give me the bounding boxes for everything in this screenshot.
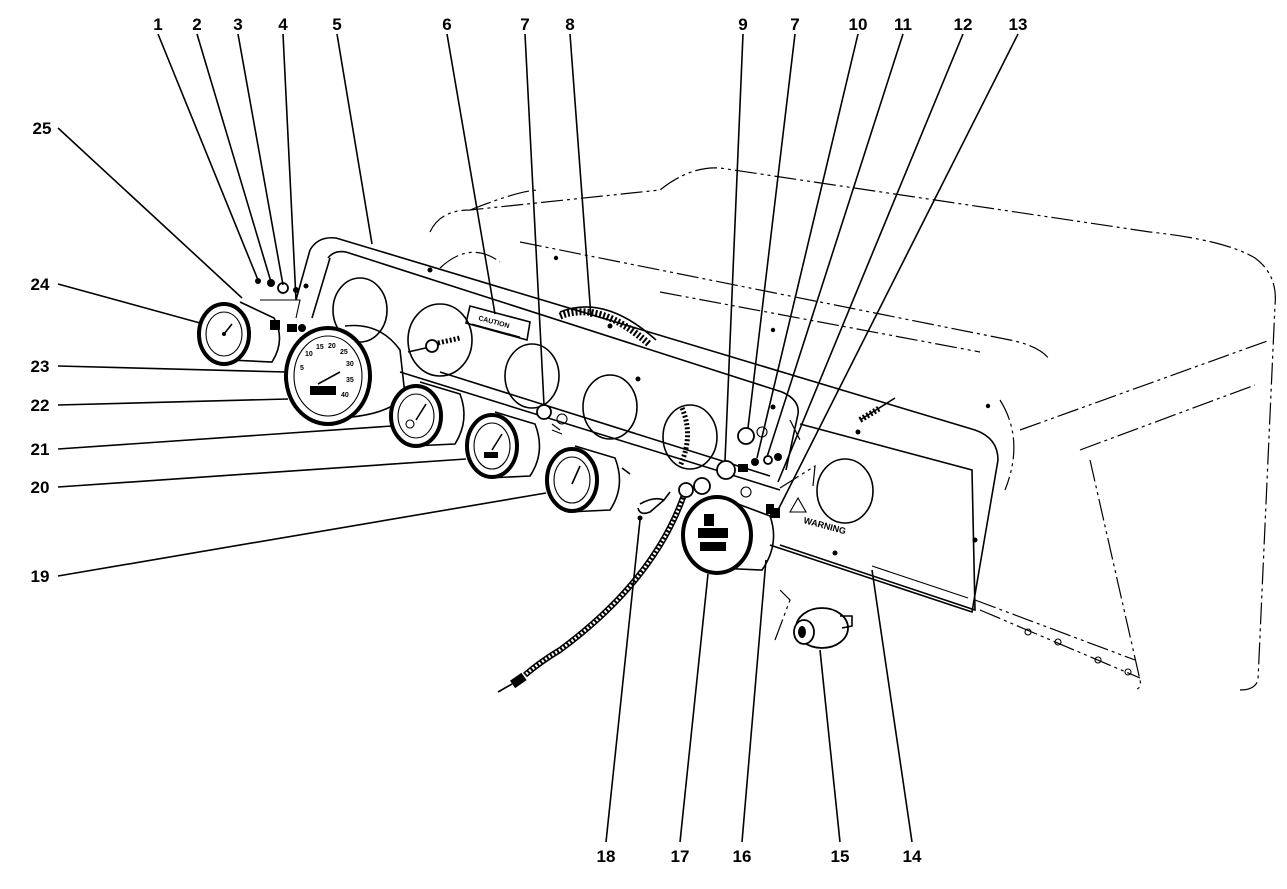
callout-1: 1 <box>153 15 162 34</box>
callout-16: 16 <box>733 847 752 866</box>
speedometer-tick-label: 5 <box>300 365 304 372</box>
leader-lines <box>57 33 1019 843</box>
callout-20: 20 <box>31 478 50 497</box>
speedometer-cable <box>497 477 711 693</box>
speedometer-tick-label: 40 <box>341 392 349 399</box>
caution-plate: CAUTION <box>465 305 531 342</box>
hour-meter-17 <box>681 495 775 575</box>
speedometer-tick-label: 30 <box>346 361 354 368</box>
callout-19: 19 <box>31 567 50 586</box>
speedometer-tick-label: 35 <box>346 377 354 384</box>
callout-22: 22 <box>31 396 50 415</box>
callout-12: 12 <box>954 15 973 34</box>
ignition-key <box>637 491 671 521</box>
callout-9: 9 <box>738 15 747 34</box>
callout-14: 14 <box>903 847 922 866</box>
gauge-24 <box>197 301 281 366</box>
callout-7b: 7 <box>790 15 799 34</box>
callout-23: 23 <box>31 357 50 376</box>
callout-8: 8 <box>565 15 574 34</box>
gauge-19 <box>545 445 631 513</box>
callout-15: 15 <box>831 847 850 866</box>
speedometer-tick-label: 15 <box>316 344 324 351</box>
gauge-20 <box>465 411 541 479</box>
callout-10: 10 <box>849 15 868 34</box>
callout-13: 13 <box>1009 15 1028 34</box>
sender-15 <box>774 589 853 649</box>
callout-5: 5 <box>332 15 341 34</box>
callout-2: 2 <box>192 15 201 34</box>
callout-21: 21 <box>31 440 50 459</box>
callout-7: 7 <box>520 15 529 34</box>
callout-18: 18 <box>597 847 616 866</box>
callout-24: 24 <box>31 275 50 294</box>
callout-3: 3 <box>233 15 242 34</box>
warning-plate: WARNING <box>789 496 969 599</box>
speedometer-tick-label: 20 <box>328 343 336 350</box>
callout-17: 17 <box>671 847 690 866</box>
callout-6: 6 <box>442 15 451 34</box>
gauge-21 <box>389 381 465 448</box>
speedometer-22: 5 10 15 20 25 30 35 40 <box>284 324 461 426</box>
callout-11: 11 <box>894 15 912 34</box>
callout-4: 4 <box>278 15 288 34</box>
panel-gauge-holes <box>332 277 874 524</box>
warning-plate-text: WARNING <box>802 515 847 536</box>
housing-outline <box>429 167 1276 691</box>
callout-labels: 1 2 3 4 5 6 7 8 9 7 10 11 12 13 14 15 16… <box>31 15 1028 866</box>
indicator-lamps <box>536 404 816 518</box>
speedometer-tick-label: 10 <box>305 351 313 358</box>
speedometer-tick-label: 25 <box>340 349 348 356</box>
callout-25: 25 <box>33 119 52 138</box>
wire-lead <box>858 397 896 423</box>
